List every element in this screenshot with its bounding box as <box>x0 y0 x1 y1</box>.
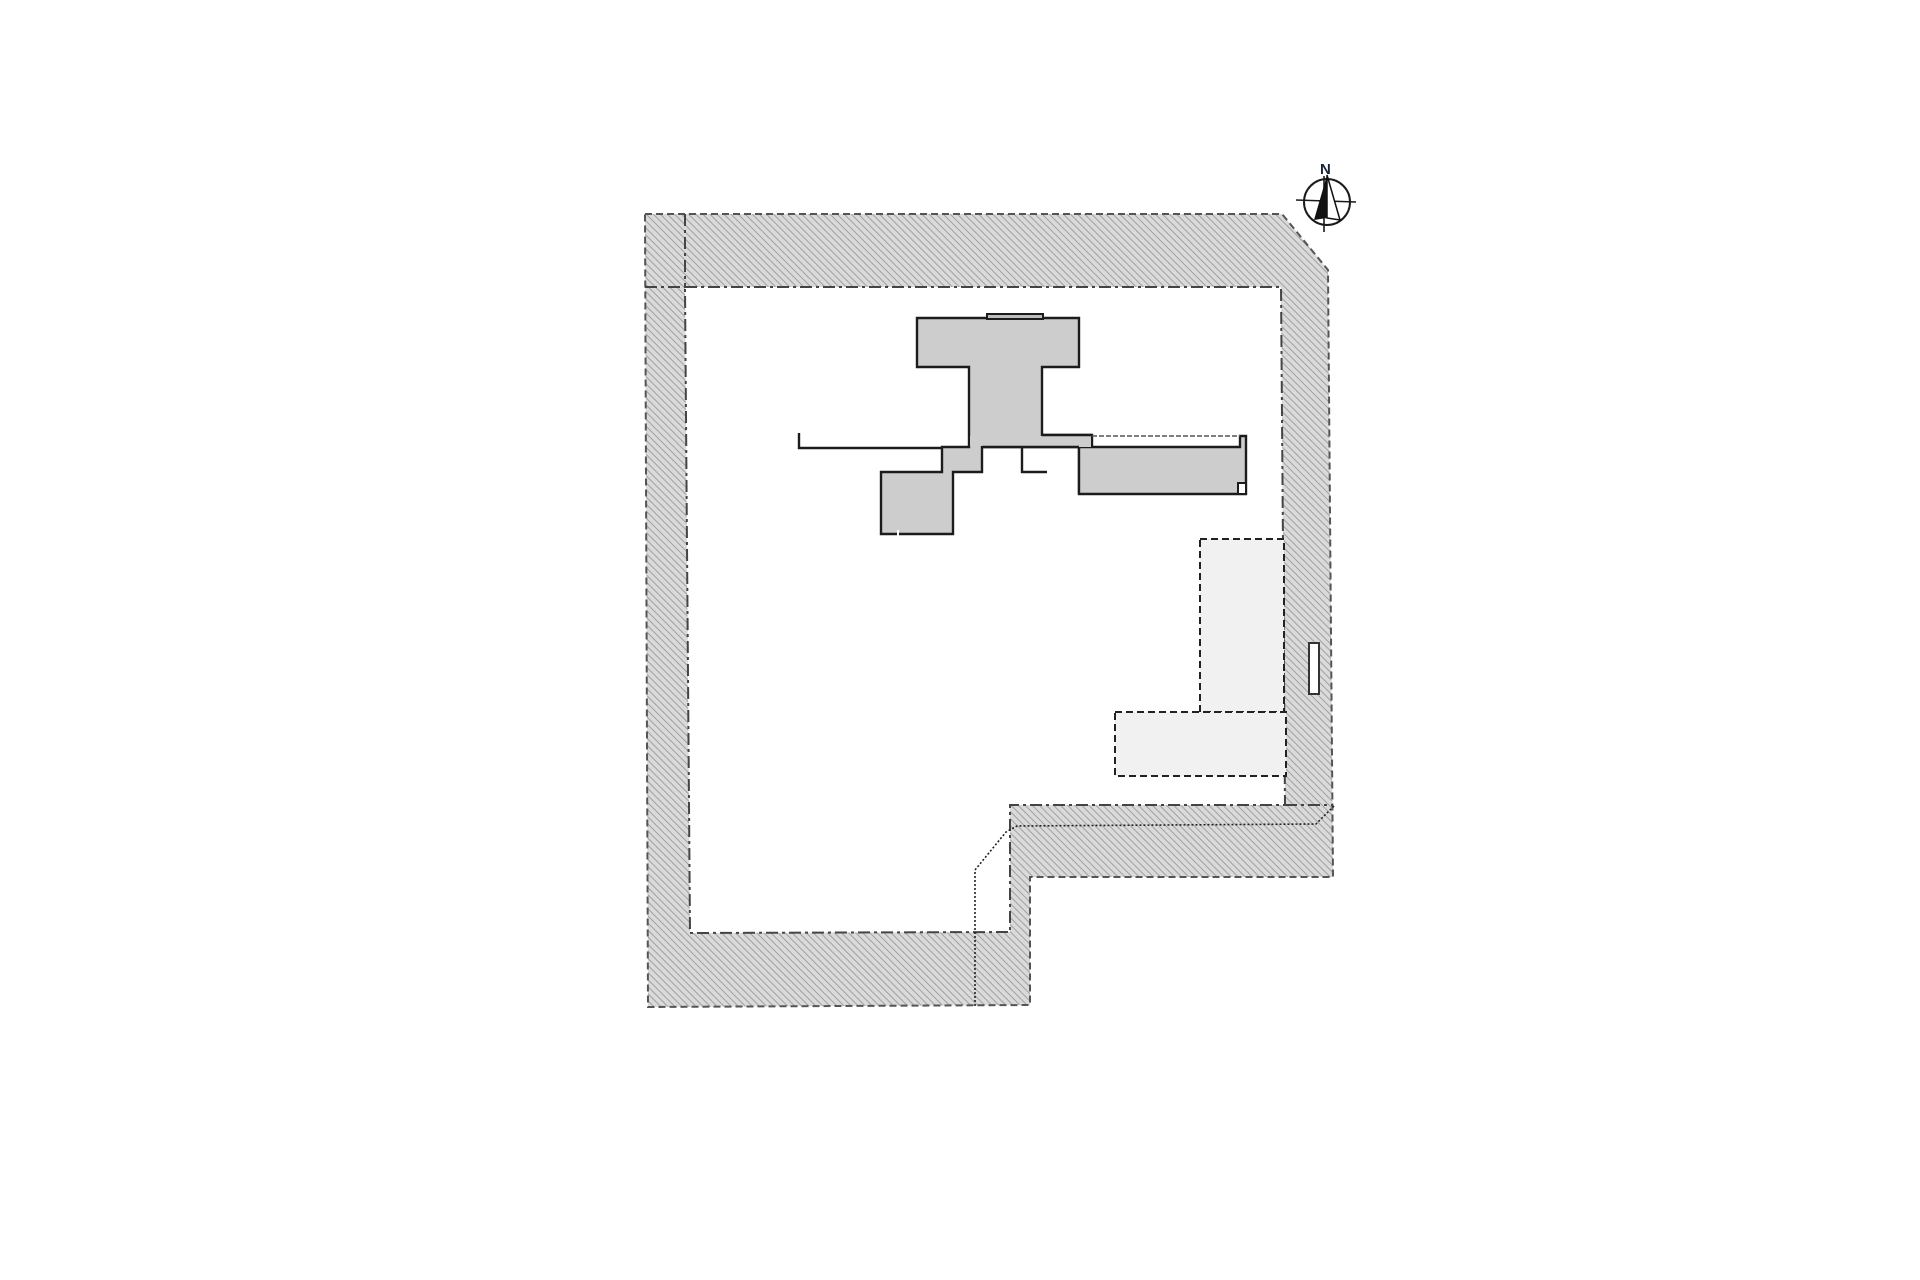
property-line <box>643 213 1335 1009</box>
building-link <box>1043 436 1091 447</box>
building-small-square <box>1237 482 1247 495</box>
north-arrow-icon <box>1314 175 1327 220</box>
gate-slot <box>1308 642 1320 695</box>
interior-wall-hook <box>1020 447 1047 474</box>
building-right-wing <box>1077 434 1248 496</box>
north-arrow-icon-half <box>1326 174 1342 221</box>
parking-area-upper <box>1199 538 1285 713</box>
building-skylight <box>986 313 1044 320</box>
west-wall-line <box>797 433 942 450</box>
building-footprint <box>797 313 1248 536</box>
building-link-2 <box>970 436 1045 446</box>
fence-line <box>974 805 1335 1006</box>
setback-band <box>645 214 1333 1007</box>
north-arrow: N <box>1295 161 1357 232</box>
building-main <box>879 316 1094 536</box>
parking-area-lower <box>1114 711 1287 777</box>
north-label: N <box>1320 161 1331 178</box>
building-line <box>683 286 1287 935</box>
